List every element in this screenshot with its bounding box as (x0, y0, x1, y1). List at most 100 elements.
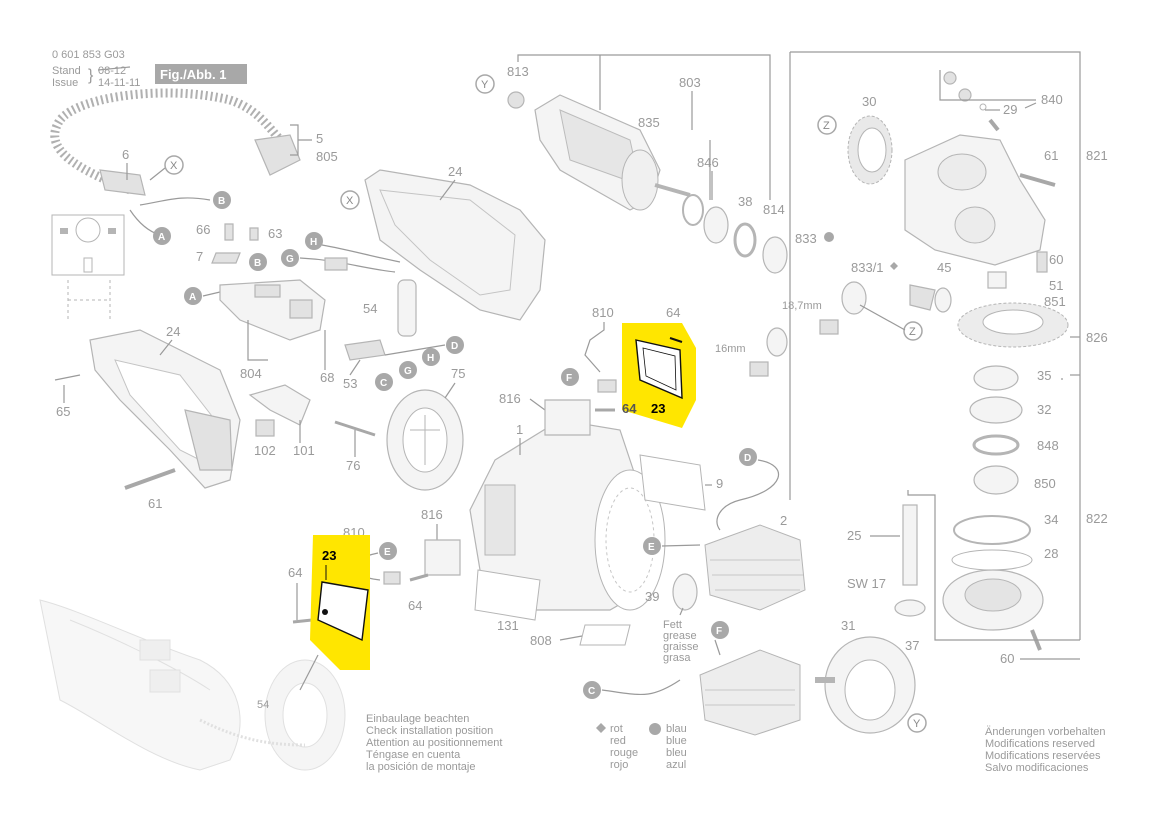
legend-blue-fr: bleu (666, 747, 687, 759)
label-810-top: 810 (592, 305, 614, 320)
svg-text:F: F (566, 373, 572, 384)
legend-diamond-red (596, 723, 606, 733)
callout-h-2 (422, 348, 440, 366)
brush-holder-816-bottom (424, 539, 461, 576)
label-28: 28 (1044, 546, 1058, 561)
callout-a-2 (184, 287, 202, 305)
svg-text:Y: Y (481, 79, 489, 91)
svg-text:H: H (427, 353, 434, 364)
ring-38 (733, 222, 757, 258)
legend-red-fr: rouge (610, 747, 639, 759)
fig-label: Fig./Abb. 1 (160, 67, 226, 82)
label-64-bottom-left: 64 (288, 565, 302, 580)
callout-e-2 (379, 542, 397, 560)
stand-date: 08-12 (98, 65, 126, 77)
label-850: 850 (1034, 476, 1056, 491)
label-24-left: 24 (166, 324, 180, 339)
label-sw17: SW 17 (847, 576, 886, 591)
label-76: 76 (346, 458, 360, 473)
label-64-top: 64 (666, 305, 680, 320)
grease-en: grease (663, 630, 697, 642)
label-5: 5 (316, 131, 323, 146)
power-cable (50, 88, 301, 196)
label-833-1: 833/1 (851, 260, 884, 275)
label-53: 53 (343, 376, 357, 391)
install-note-de: Einbaulage beachten (366, 713, 470, 725)
label-9: 9 (716, 476, 723, 491)
callout-x-1-letter: X (170, 160, 178, 172)
label-814: 814 (763, 202, 785, 217)
capacitor-54 (397, 279, 417, 337)
label-60-upper: 60 (1049, 252, 1063, 267)
callout-x-1 (164, 155, 184, 175)
svg-text:G: G (286, 254, 294, 265)
label-65: 65 (56, 404, 70, 419)
bearing-flange-assembly (942, 569, 1044, 631)
svg-text:D: D (744, 453, 751, 464)
label-804: 804 (240, 366, 262, 381)
svg-text:E: E (648, 542, 655, 553)
grease-es: grasa (663, 652, 691, 664)
legend-red: rot red rouge rojo (610, 723, 638, 771)
bearing-850 (973, 465, 1019, 495)
modifications-note-fr: Modifications reservées (985, 750, 1101, 762)
label-803: 803 (679, 75, 701, 90)
label-29: 29 (1003, 102, 1017, 117)
modifications-note-en: Modifications reserved (985, 738, 1096, 750)
install-note-en: Check installation position (366, 725, 494, 737)
label-34: 34 (1044, 512, 1058, 527)
install-note-es2: la posición de montaje (366, 761, 476, 773)
ring-28 (951, 549, 1033, 571)
callout-x-2 (340, 190, 360, 210)
label-816-top: 816 (499, 391, 521, 406)
label-18-7mm: 18,7mm (782, 300, 822, 312)
modifications-note: Änderungen vorbehalten Modifications res… (985, 726, 1105, 774)
modifications-note-de: Änderungen vorbehalten (985, 726, 1106, 738)
armature-835 (534, 94, 691, 211)
bevel-gear-30 (847, 115, 893, 185)
housing-half-lower (89, 329, 241, 489)
label-68: 68 (320, 370, 334, 385)
screw-61 (124, 468, 176, 490)
label-32: 32 (1037, 402, 1051, 417)
crown-gear-826 (957, 302, 1069, 348)
label-2: 2 (780, 513, 787, 528)
label-64-bottom-right: 64 (408, 598, 422, 613)
brush-23-bottom (317, 581, 369, 642)
callout-f-2 (711, 621, 729, 639)
label-840: 840 (1041, 92, 1063, 107)
label-102: 102 (254, 443, 276, 458)
label-833: 833 (795, 231, 817, 246)
spindle-25 (902, 504, 918, 586)
label-45: 45 (937, 260, 951, 275)
label-813: 813 (507, 64, 529, 79)
guard-31 (815, 636, 916, 734)
label-75: 75 (451, 366, 465, 381)
label-851: 851 (1044, 294, 1066, 309)
label-7: 7 (196, 249, 203, 264)
label-835: 835 (638, 115, 660, 130)
gear-housing-821 (904, 134, 1046, 266)
nut-35 (973, 365, 1019, 391)
legend-red-es: rojo (610, 759, 629, 771)
svg-text:F: F (716, 626, 722, 637)
callout-e-1 (643, 537, 661, 555)
bearing-39 (672, 573, 698, 611)
label-38: 38 (738, 194, 752, 209)
label-1: 1 (516, 422, 523, 437)
bearing-814 (762, 236, 788, 274)
label-808: 808 (530, 633, 552, 648)
circlip-848 (972, 434, 1020, 456)
lever-101 (248, 384, 311, 426)
callout-d-2 (739, 448, 757, 466)
label-23-bottom: 23 (322, 548, 336, 563)
installation-preview-sketch (39, 599, 346, 771)
callout-f-1 (561, 368, 579, 386)
star-blue-833 (824, 232, 834, 242)
label-16mm: 16mm (715, 343, 746, 355)
callout-c-2 (583, 681, 601, 699)
legend-red-en: red (610, 735, 626, 747)
legend-blue-de: blau (666, 723, 687, 735)
field-coil-lower (699, 649, 801, 736)
